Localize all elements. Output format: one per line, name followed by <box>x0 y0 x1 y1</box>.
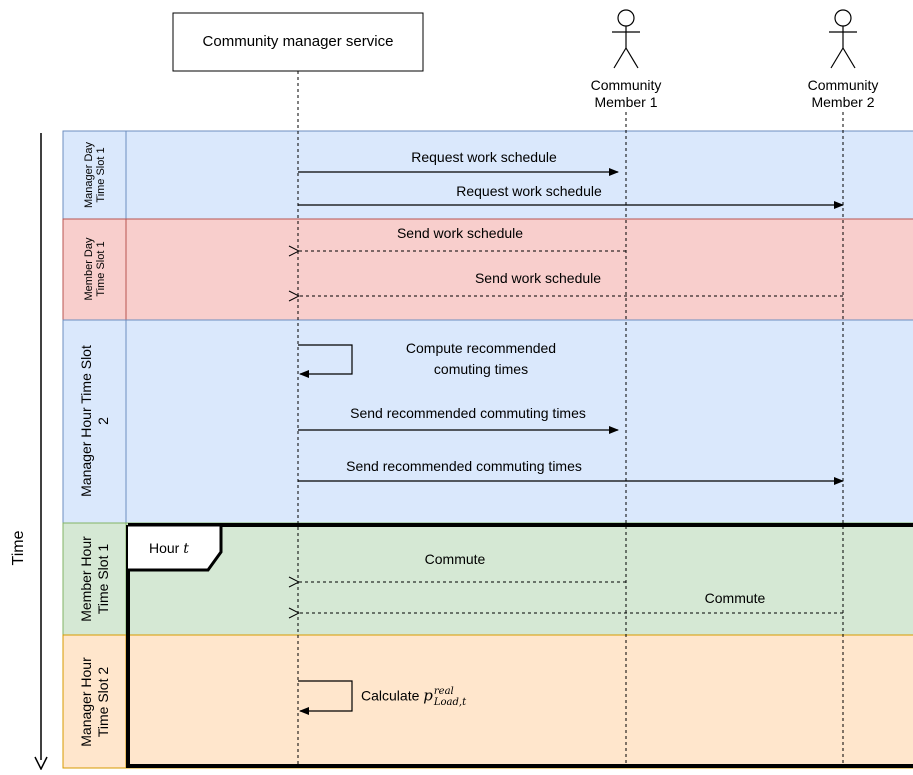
lane-manager-hour-slot2 <box>62 319 913 524</box>
lane-member-day-slot1 <box>62 218 913 321</box>
hour-frame <box>126 523 913 768</box>
time-axis <box>34 133 48 771</box>
actor-member2-icon <box>829 9 857 69</box>
self-arrow-calculate <box>298 680 353 715</box>
lane-manager-hour-slot2-b <box>62 634 913 769</box>
self-arrow-compute <box>298 344 353 378</box>
actor-member1-icon <box>612 9 640 69</box>
lane-manager-day-slot1 <box>62 130 913 220</box>
service-box <box>172 12 424 72</box>
